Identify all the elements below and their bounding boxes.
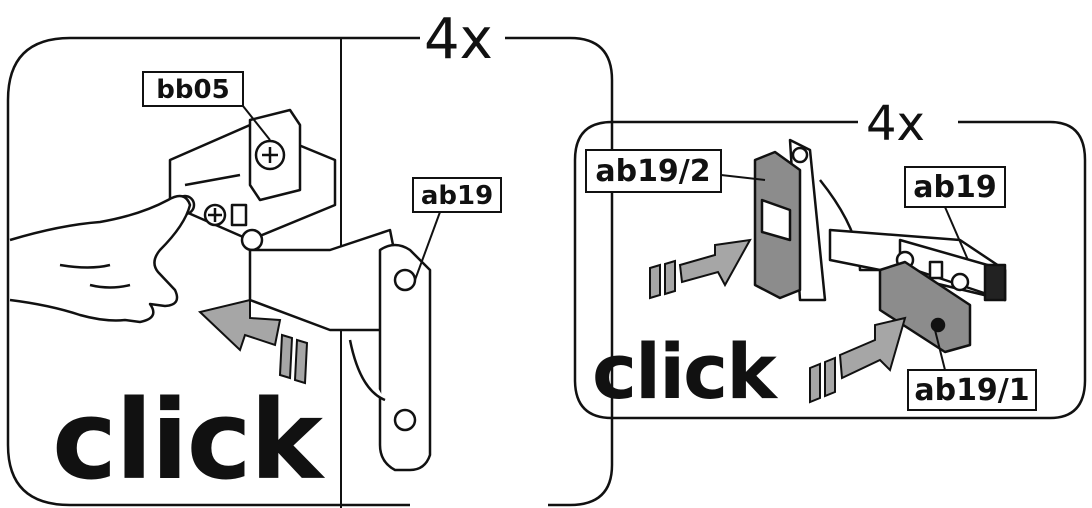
- right-click-text: click: [592, 327, 778, 416]
- label-ab19-1: ab19/1: [908, 330, 1036, 410]
- ab19-2-plate: [755, 152, 800, 298]
- hand-illustration: [10, 196, 190, 322]
- left-count-text: 4x: [424, 7, 493, 72]
- svg-text:ab19/2: ab19/2: [595, 154, 710, 189]
- bb05-mounting-plate: [170, 110, 335, 250]
- left-click-text: click: [52, 376, 326, 504]
- right-panel: 4x: [575, 96, 1085, 418]
- svg-text:ab19: ab19: [913, 170, 996, 205]
- label-ab19-2: ab19/2: [586, 150, 765, 192]
- svg-text:ab19/1: ab19/1: [914, 373, 1029, 408]
- right-push-arrow-top: [650, 240, 750, 298]
- right-count-text: 4x: [866, 96, 925, 152]
- left-panel: 4x: [8, 7, 612, 508]
- svg-text:bb05: bb05: [156, 75, 229, 105]
- svg-text:ab19: ab19: [421, 181, 493, 211]
- right-push-arrow-bottom: [810, 318, 905, 402]
